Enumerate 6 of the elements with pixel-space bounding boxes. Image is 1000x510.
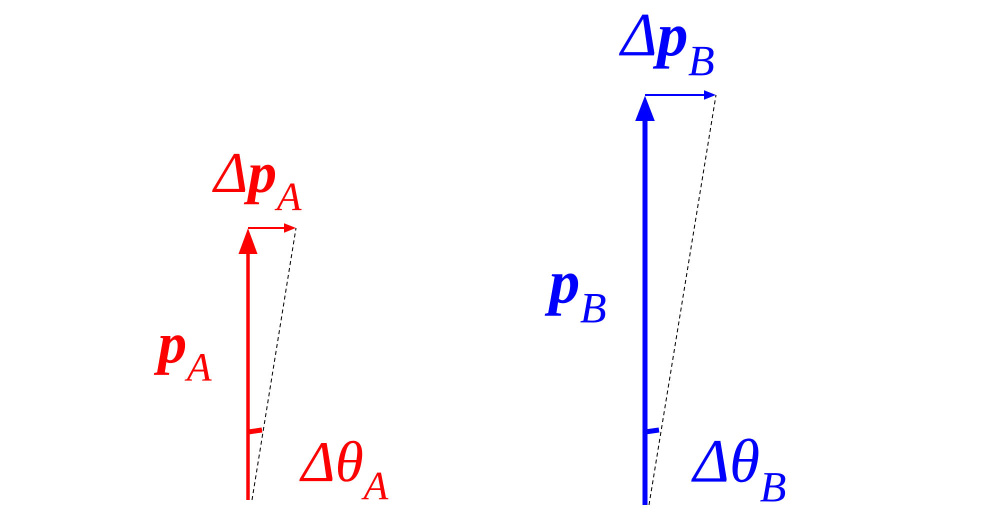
vector-label: Δθ$_{A}$ (299, 440, 388, 500)
vector-label: p$_{B}$ (544, 273, 606, 322)
vector-label: Δp$_{A}$ (212, 154, 302, 210)
vector-label: Δθ$_{B}$ (691, 438, 786, 502)
vector-label: Δp$_{B}$ (618, 14, 714, 76)
vector-label: p$_{A}$ (154, 335, 212, 381)
